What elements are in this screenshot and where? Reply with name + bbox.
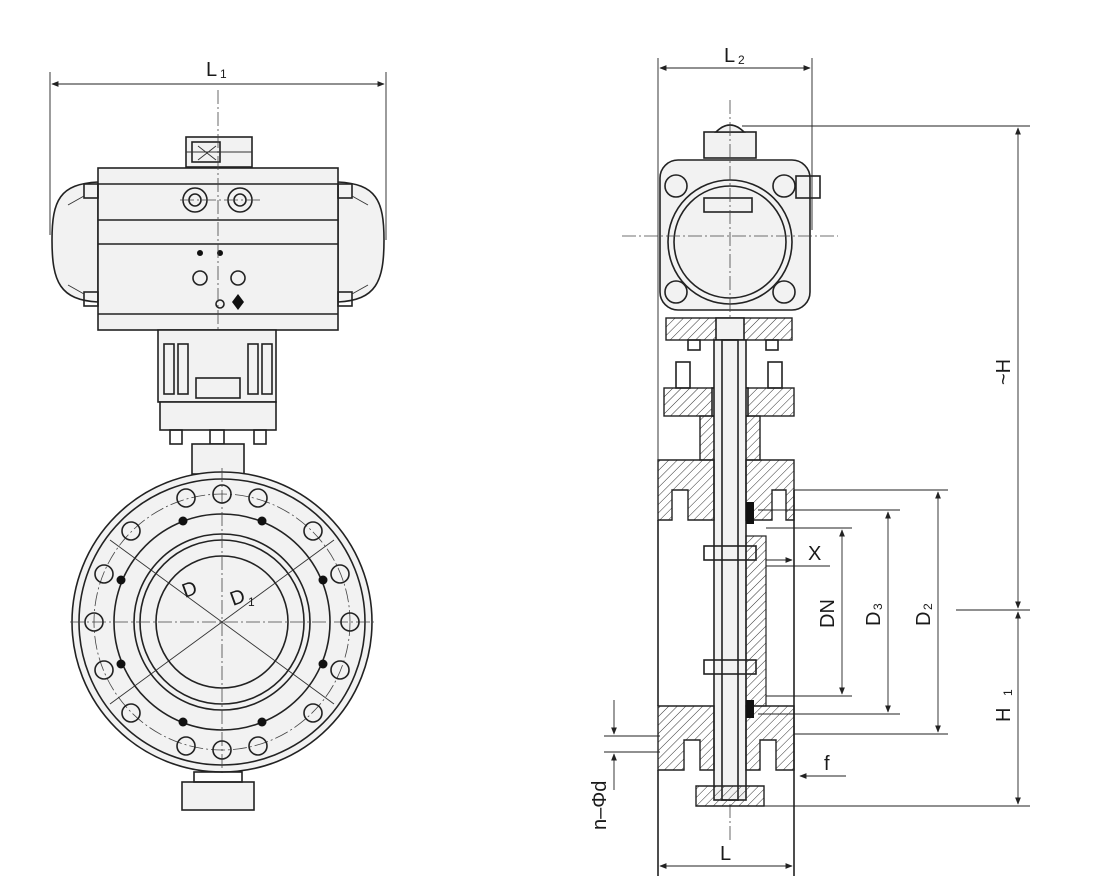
valve-body-section <box>657 459 795 876</box>
label-d2: D <box>913 612 935 626</box>
label-l1: L <box>206 59 217 81</box>
front-view: L 1 <box>49 59 387 811</box>
actuator-side <box>622 100 838 840</box>
label-d3-sub: 3 <box>871 603 885 610</box>
dim-h1: H 1 <box>764 611 1030 807</box>
label-h: ~H <box>993 359 1015 385</box>
mounting-bracket <box>157 329 277 475</box>
label-h1: H <box>993 708 1015 722</box>
label-l2-sub: 2 <box>738 53 745 67</box>
actuator-top-indicator <box>185 136 253 168</box>
label-bolt-holes: n–Φd <box>589 781 611 830</box>
label-dn: DN <box>817 599 839 628</box>
dim-dn: DN <box>766 527 852 697</box>
dim-l1: L 1 <box>49 59 387 240</box>
label-h1-sub: 1 <box>1001 689 1015 696</box>
label-d3: D <box>863 612 885 626</box>
label-d2-sub: 2 <box>921 603 935 610</box>
label-l: L <box>720 843 731 865</box>
dim-h: ~H <box>742 125 1030 611</box>
label-l2: L <box>724 45 735 67</box>
side-view: L 2 <box>589 45 1030 876</box>
label-x: X <box>808 543 821 565</box>
pneumatic-actuator <box>51 90 385 331</box>
bolt-holes <box>84 484 360 760</box>
dim-l: L <box>659 843 793 869</box>
dim-d3: D 3 <box>758 509 900 715</box>
dim-l2: L 2 <box>657 45 813 460</box>
label-d: D <box>179 577 200 603</box>
stem-bracket <box>663 317 795 801</box>
label-d1: D <box>227 585 248 611</box>
label-d1-sub: 1 <box>248 595 255 609</box>
label-f: f <box>824 753 830 775</box>
dim-x: X <box>766 543 830 567</box>
dim-d2: D 2 <box>794 489 948 735</box>
dim-f: f <box>799 753 846 779</box>
valve-body-front: D D 1 <box>70 468 374 811</box>
dim-bolt-holes: n–Φd <box>589 700 660 830</box>
label-l1-sub: 1 <box>220 67 227 81</box>
